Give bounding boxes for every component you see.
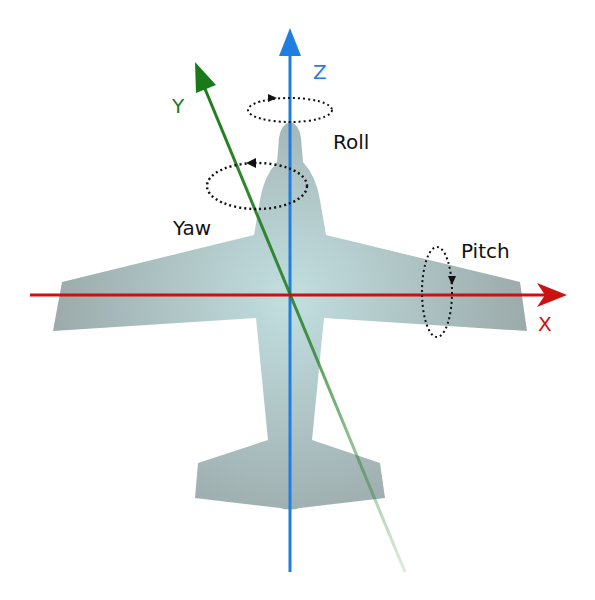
- axis-label: Z: [313, 62, 327, 82]
- roll-rotation: [248, 98, 332, 122]
- axis-label: X: [538, 314, 552, 334]
- x-axis: [30, 294, 545, 297]
- y-axis: [203, 84, 405, 572]
- yaw-arrowhead: [246, 158, 256, 168]
- rotation-label: Roll: [333, 132, 369, 152]
- z-arrowhead: [279, 28, 301, 56]
- yaw-rotation: [207, 163, 307, 209]
- axis-label: Y: [172, 96, 184, 116]
- x-arrowhead: [537, 283, 567, 307]
- pitch-rotation: [422, 247, 452, 337]
- roll-arrowhead: [268, 94, 277, 102]
- y-arrowhead: [195, 62, 216, 93]
- rotation-label: Pitch: [461, 241, 510, 261]
- z-axis: [289, 52, 292, 572]
- pitch-arrowhead: [448, 276, 456, 285]
- rotation-label: Yaw: [173, 218, 211, 238]
